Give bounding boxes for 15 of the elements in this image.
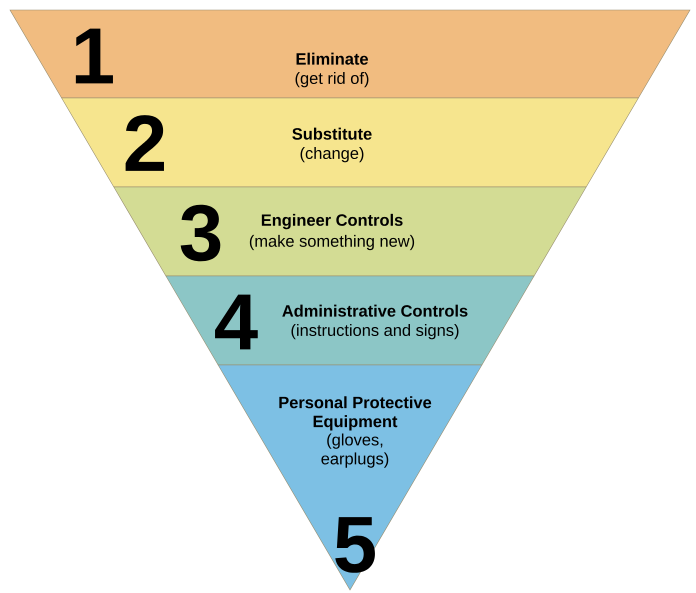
step-number: 1 <box>76 28 113 84</box>
step-number: 2 <box>126 115 164 171</box>
step-description: (instructions and signs) <box>292 324 458 340</box>
step-number: 3 <box>180 204 220 262</box>
step-number: 4 <box>215 294 258 350</box>
step-title: Personal Protective Equipment <box>279 396 432 430</box>
step-title: Administrative Controls <box>282 304 468 317</box>
step-description: (make something new) <box>250 234 414 250</box>
step-description: (gloves, earplugs) <box>321 434 388 468</box>
step-title: Engineer Controls <box>262 214 403 230</box>
step-title: Substitute <box>292 128 372 140</box>
step-number: 5 <box>335 517 375 573</box>
step-title: Eliminate <box>296 52 368 65</box>
step-description: (get rid of) <box>296 72 368 88</box>
step-description: (change) <box>300 146 364 162</box>
